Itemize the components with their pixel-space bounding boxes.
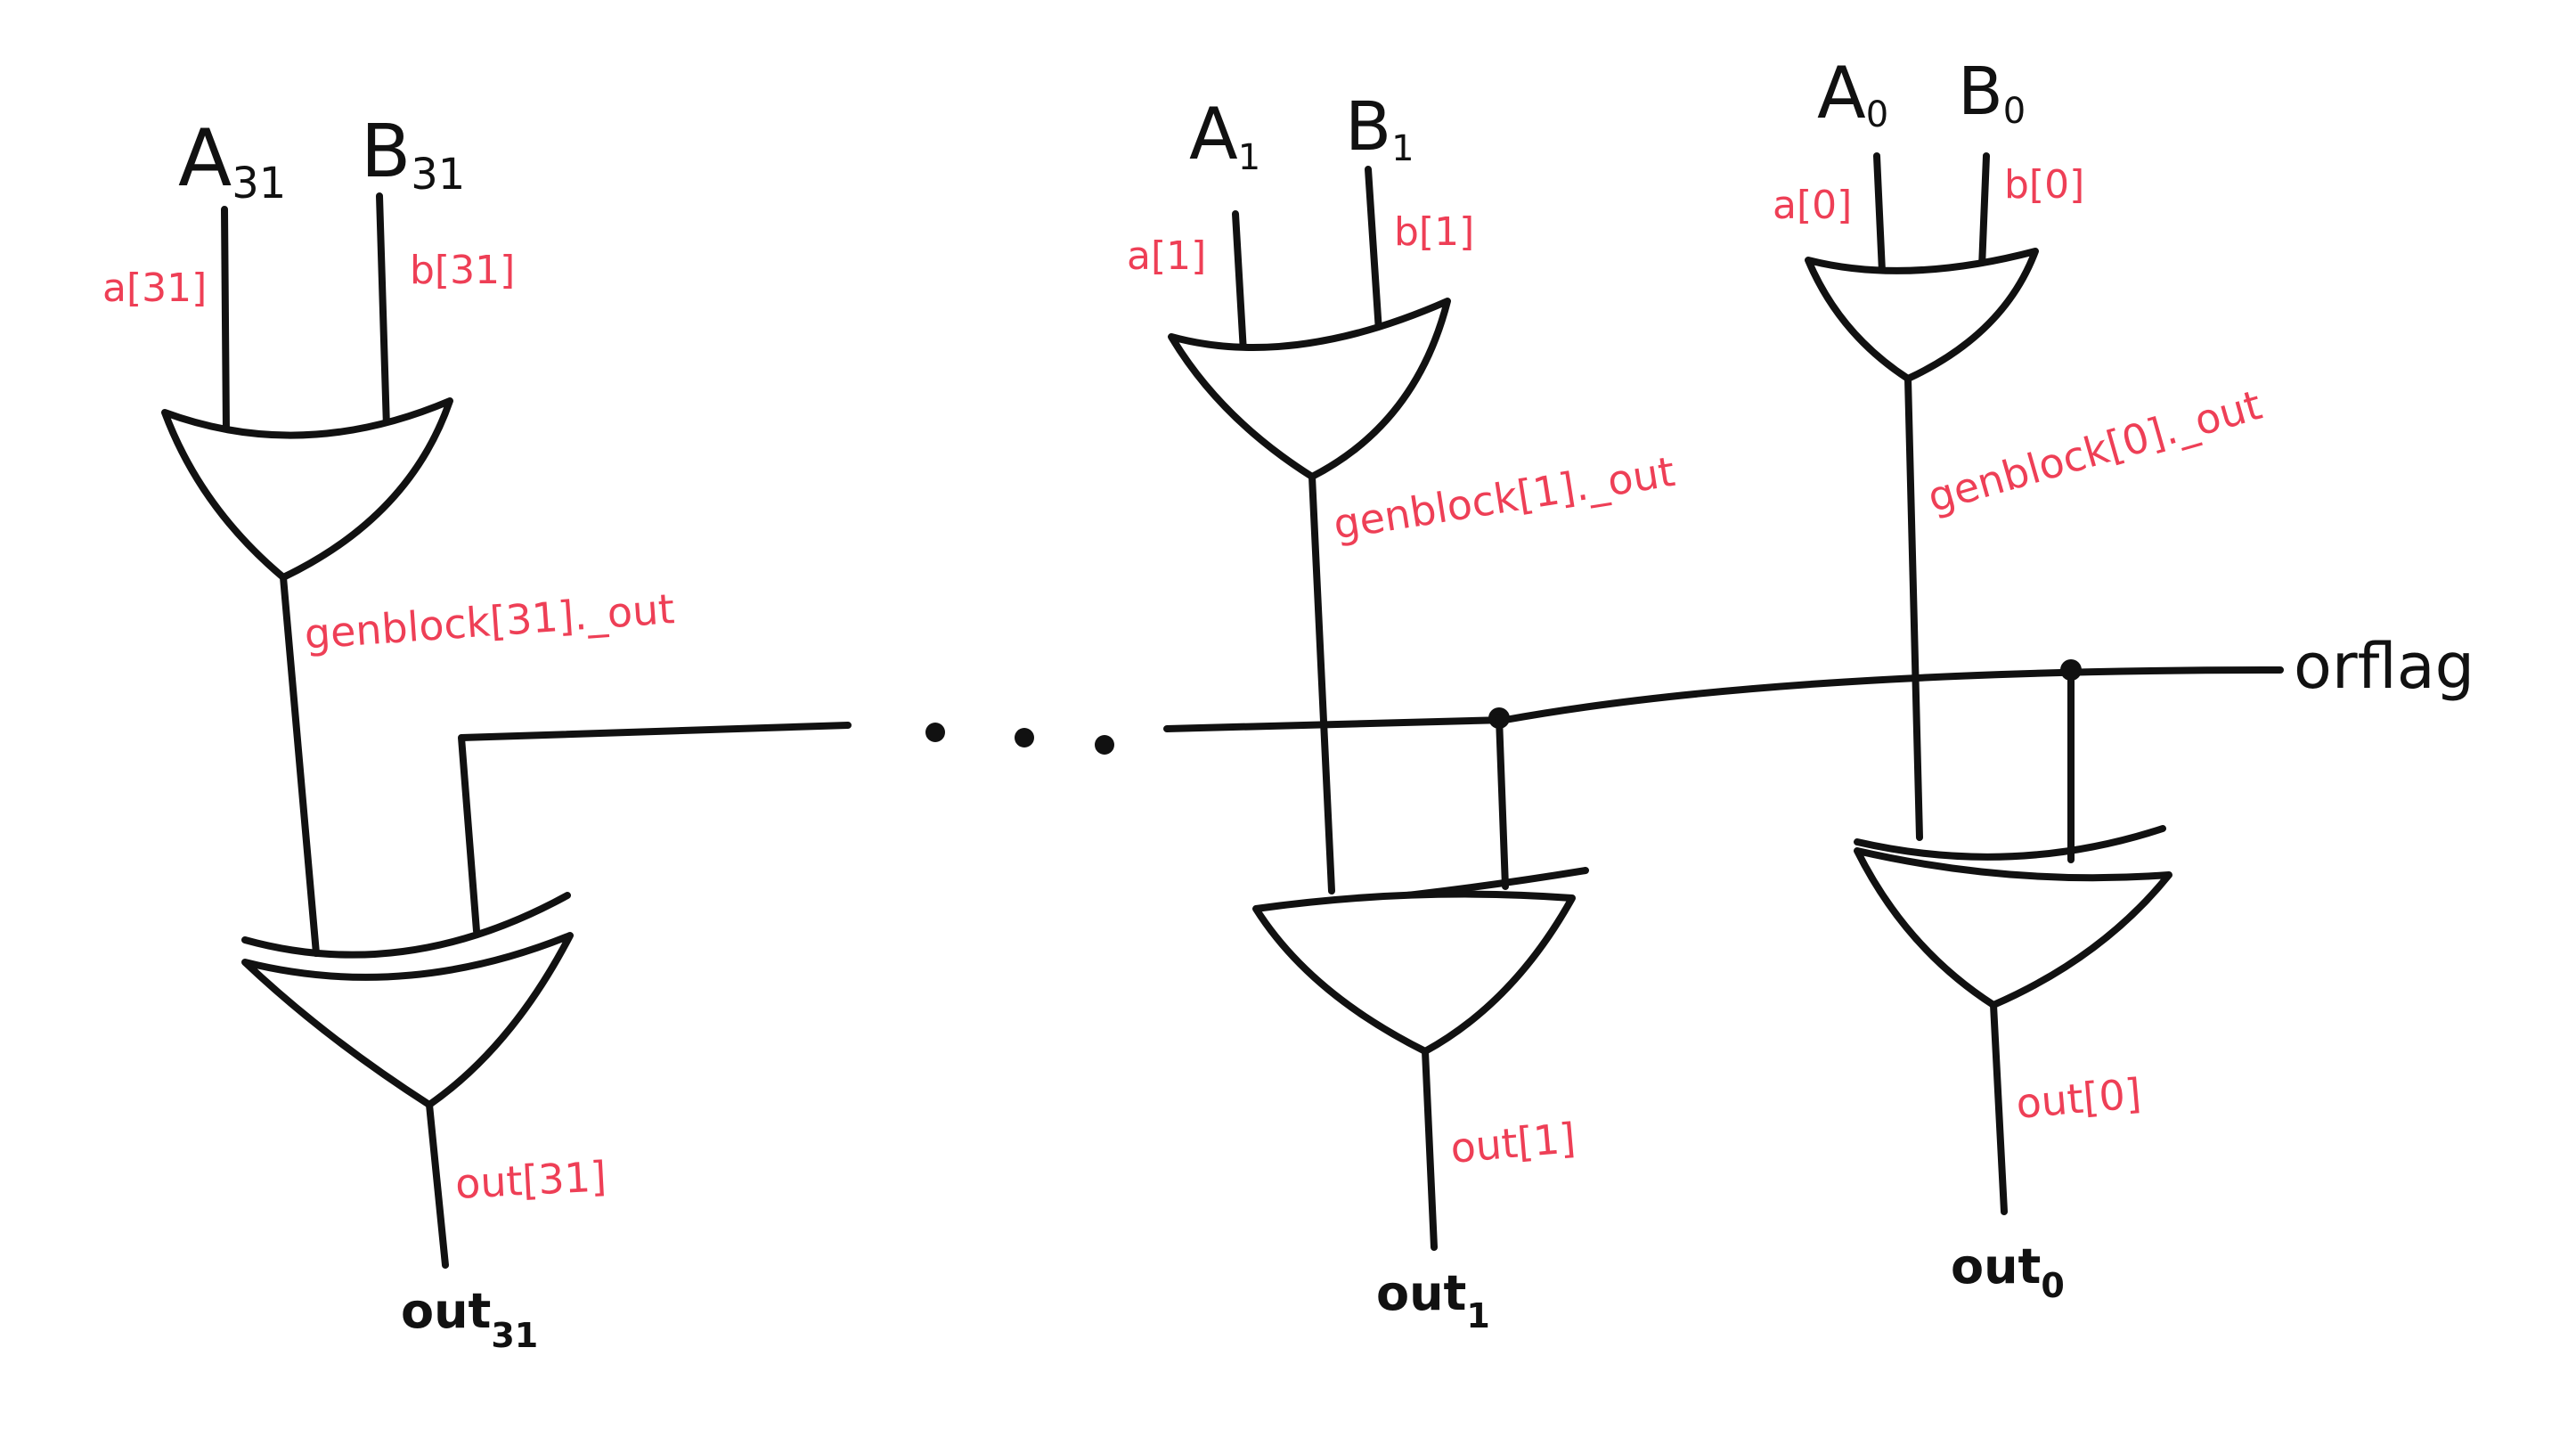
wire-a31 (221, 206, 230, 436)
wire-b1 (1365, 166, 1382, 335)
orflag-label: orflag (2294, 630, 2474, 703)
orflag-tap-bit1 (1496, 715, 1509, 890)
wire-genblock0 (1904, 375, 1923, 841)
xor-back-arc-31 (241, 892, 571, 959)
input-b-label: B1 (1345, 86, 1414, 169)
signal-a-label: a[0] (1773, 183, 1852, 228)
wire-out31 (426, 1101, 449, 1269)
xor-output-label: out[31] (454, 1152, 607, 1208)
or-output-label: genblock[0]._out (1922, 380, 2267, 522)
wire-b0 (1978, 152, 1990, 271)
input-a-label: A31 (178, 112, 286, 208)
labels-bit1: A1 B1 a[1] b[1] genblock[1]._out out[1] … (1127, 86, 1678, 1336)
bit-slice-0 (1805, 152, 2172, 1215)
xor-gate-0 (1854, 847, 2172, 1009)
wire-b31 (376, 192, 390, 431)
orflag-wire (1163, 666, 2284, 732)
xor-output-label: out[1] (1448, 1114, 1577, 1172)
output-label: out0 (1951, 1238, 2065, 1305)
xor-gate-31 (241, 932, 574, 1108)
signal-b-label: b[1] (1394, 209, 1474, 255)
bit-slice-31 (161, 192, 574, 1269)
signal-a-label: a[31] (102, 265, 207, 311)
orflag-wire-bit31 (458, 722, 852, 935)
input-b-label: B0 (1958, 53, 2026, 132)
or-gate-31 (161, 397, 453, 581)
xor-gate-1 (1252, 890, 1576, 1055)
output-label: out31 (401, 1283, 538, 1355)
or-gate-0 (1805, 248, 2039, 382)
input-a-label: A0 (1817, 52, 1888, 135)
wire-genblock31 (280, 574, 320, 957)
input-b-label: B31 (361, 110, 465, 200)
wire-out1 (1422, 1048, 1438, 1251)
xor-back-arc-0 (1854, 825, 2166, 861)
orflag-chain (458, 659, 2284, 935)
or-output-label: genblock[31]._out (303, 584, 676, 658)
signal-b-label: b[31] (410, 248, 515, 293)
wire-a1 (1232, 210, 1247, 355)
signal-a-label: a[1] (1127, 233, 1206, 279)
output-label: out1 (1376, 1265, 1490, 1336)
wire-a0 (1873, 152, 1886, 275)
xor-output-label: out[0] (2014, 1069, 2143, 1128)
bit-slice-1 (1168, 166, 1589, 1251)
ellipsis-dot (1015, 728, 1034, 747)
labels-bit31: A31 B31 a[31] b[31] genblock[31]._out ou… (102, 110, 676, 1355)
or-output-label: genblock[1]._out (1330, 447, 1678, 549)
signal-b-label: b[0] (2004, 162, 2084, 208)
ellipsis-dot (1095, 735, 1114, 755)
wire-genblock1 (1308, 473, 1335, 894)
or-gate-1 (1168, 298, 1451, 480)
input-a-label: A1 (1189, 93, 1260, 178)
wire-out0 (1990, 1001, 2008, 1215)
ellipsis-dot (925, 723, 945, 742)
